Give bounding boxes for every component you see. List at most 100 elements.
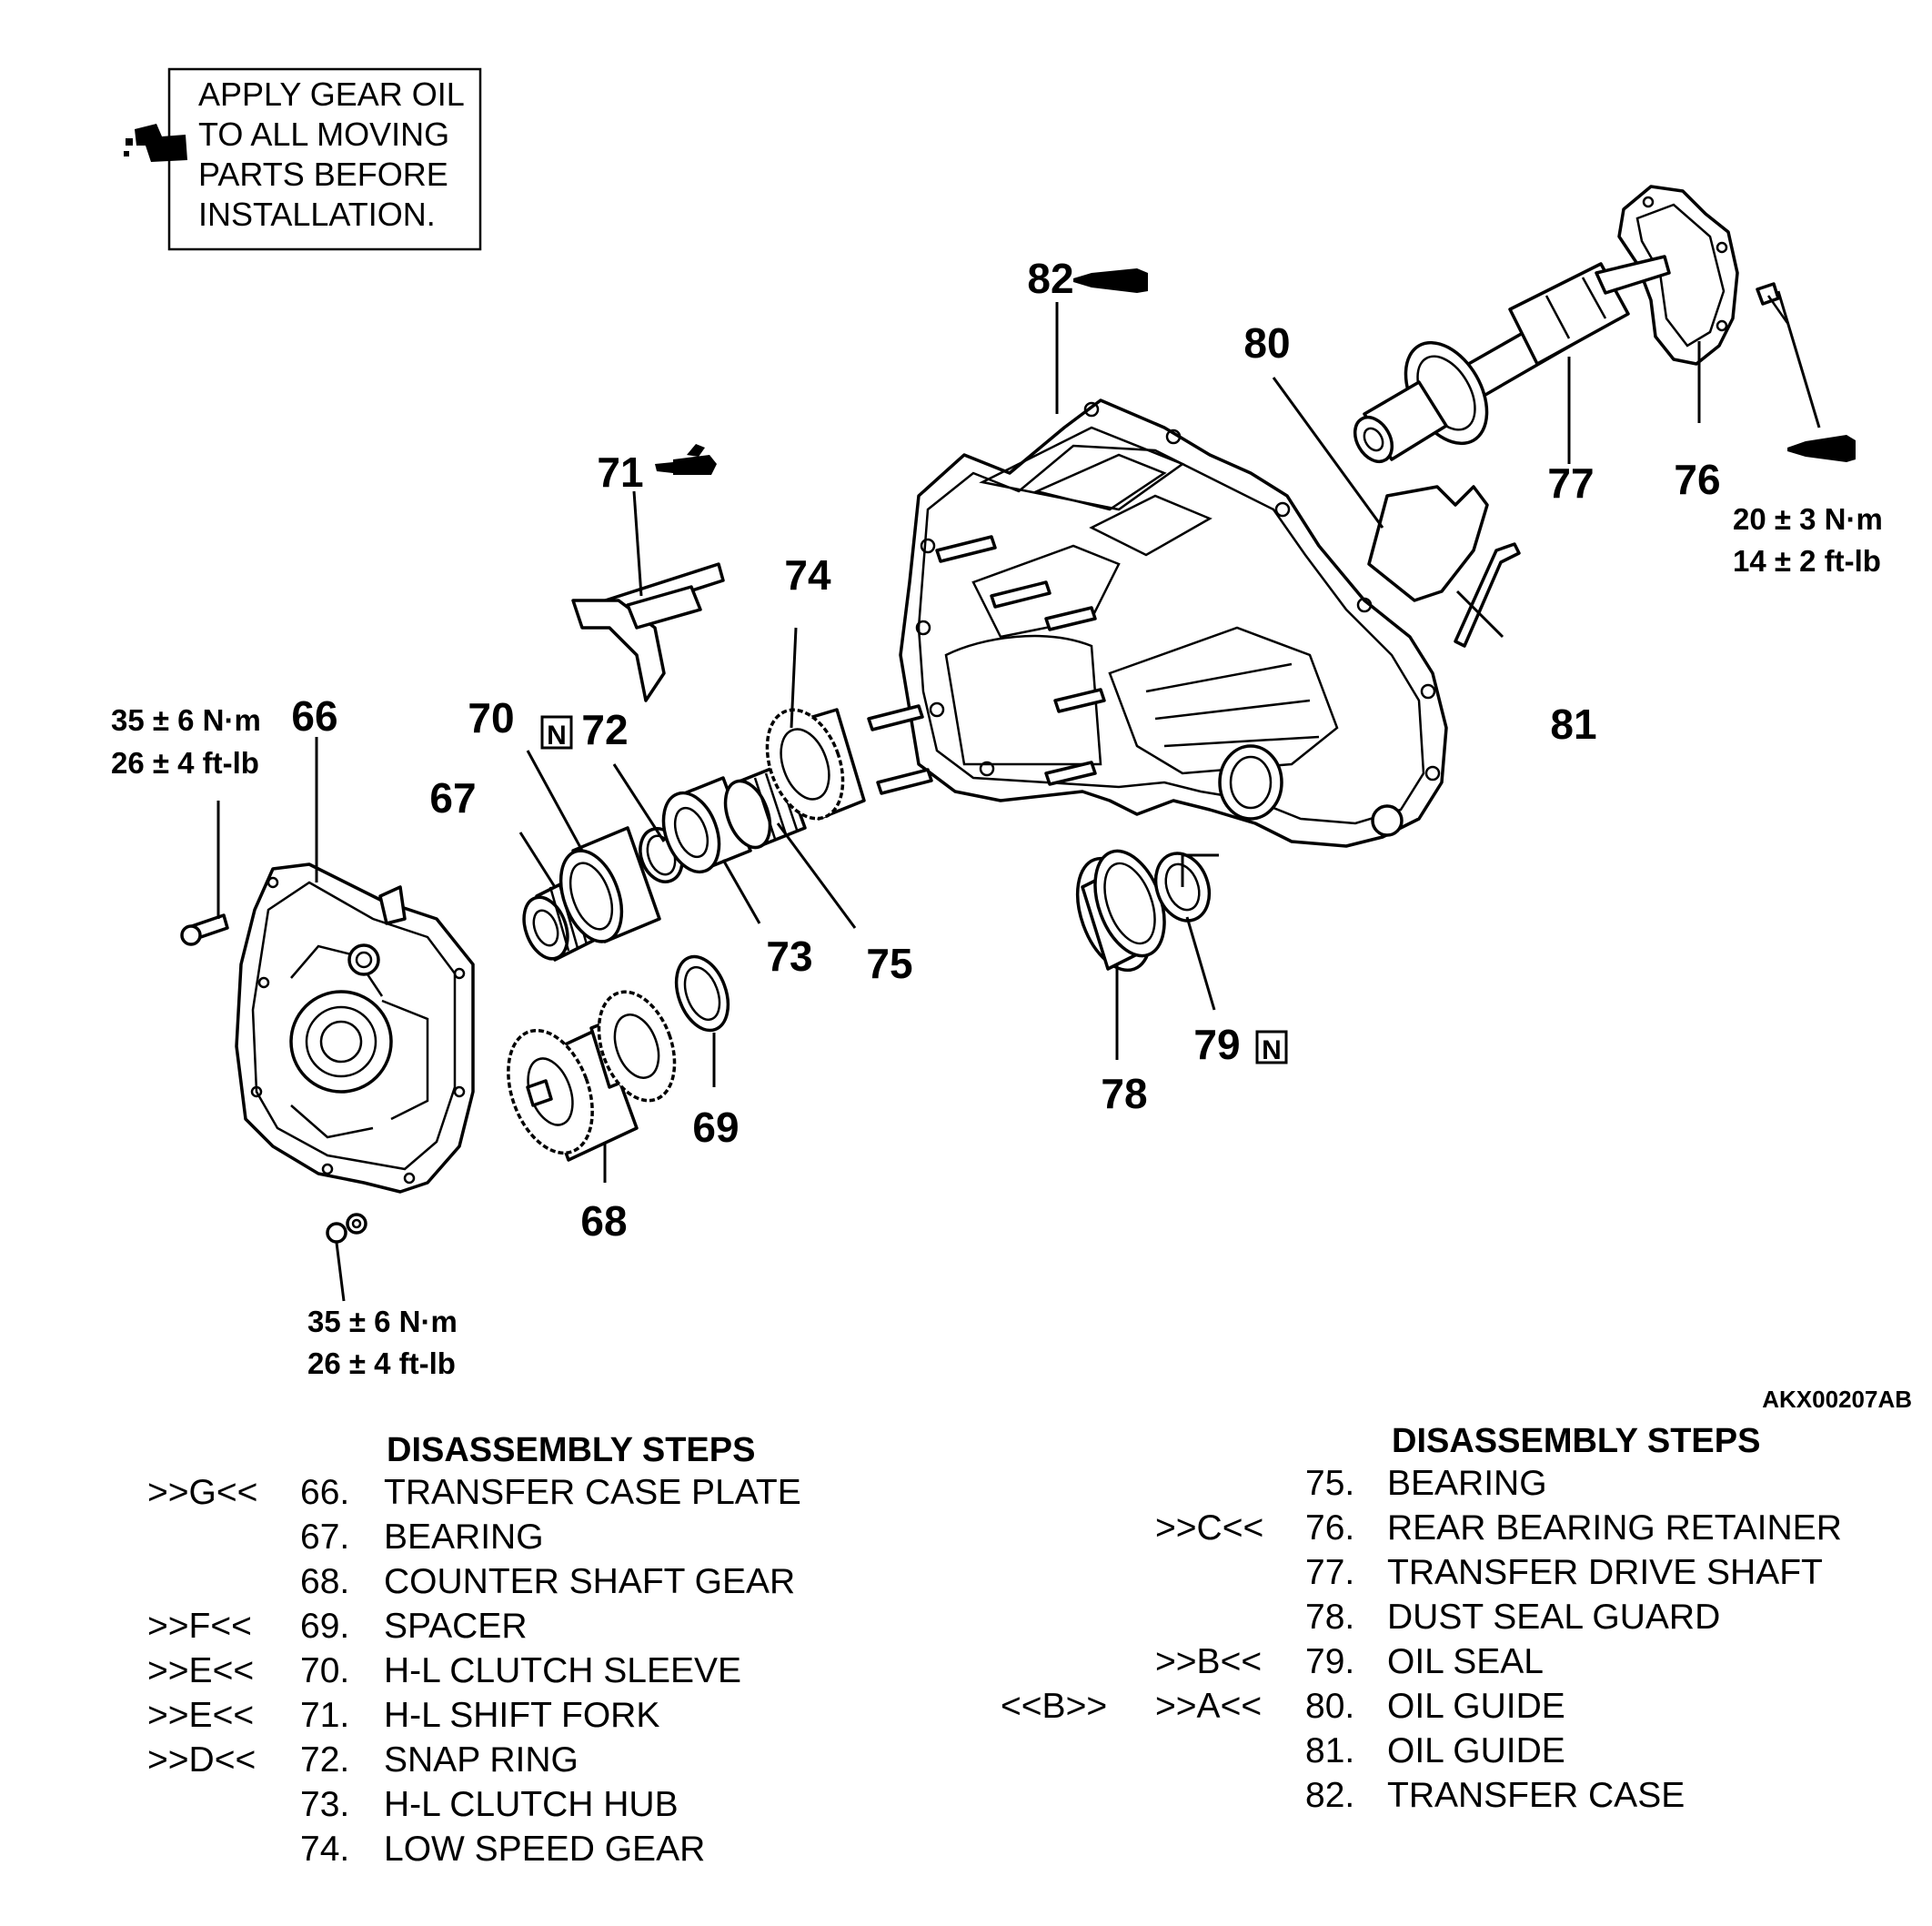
- callout-76: 76: [1674, 456, 1720, 503]
- callout-67: 67: [429, 774, 476, 822]
- note-line-2: TO ALL MOVING: [198, 116, 449, 153]
- new-part-symbol-79: N: [1262, 1035, 1282, 1065]
- dust-seal-guard: [1075, 849, 1166, 973]
- callout-77: 77: [1547, 459, 1594, 507]
- callout-73: 73: [766, 933, 812, 980]
- callout-68: 68: [580, 1197, 627, 1245]
- step-marker: >>G<<: [147, 1473, 258, 1512]
- step-marker: >>C<<: [1155, 1508, 1264, 1548]
- step-number: 78.: [1305, 1598, 1355, 1637]
- step-number: 81.: [1305, 1731, 1355, 1770]
- torque-retainer-bolt-ftlb: 14 ± 2 ft-lb: [1733, 544, 1881, 578]
- spacer: [674, 954, 730, 1033]
- step-marker: >>F<<: [147, 1607, 252, 1646]
- transfer-case-plate: [235, 862, 475, 1194]
- callout-81: 81: [1550, 701, 1596, 748]
- sealant-tube-icon: [1073, 268, 1148, 293]
- oil-guide-81: [1454, 542, 1521, 648]
- step-part-name: DUST SEAL GUARD: [1387, 1598, 1721, 1637]
- step-part-name: OIL GUIDE: [1387, 1731, 1565, 1770]
- step-number: 68.: [300, 1562, 350, 1601]
- disassembly-steps-right: DISASSEMBLY STEPS 75.BEARING>>C<<76.REAR…: [955, 1419, 1932, 1838]
- step-number: 75.: [1305, 1464, 1355, 1503]
- step-part-name: SNAP RING: [384, 1740, 579, 1780]
- step-number: 73.: [300, 1785, 350, 1824]
- step-marker: >>B<<: [1155, 1642, 1263, 1681]
- step-part-name: OIL GUIDE: [1387, 1687, 1565, 1726]
- grease-gun-icon: [655, 444, 717, 475]
- step-number: 82.: [1305, 1776, 1355, 1815]
- plate-nut: [326, 1213, 367, 1244]
- step-row: 77. TRANSFER DRIVE SHAFT: [955, 1550, 1932, 1595]
- step-part-name: REAR BEARING RETAINER: [1387, 1508, 1842, 1548]
- step-row: <<B>> >>A<< 80. OIL GUIDE: [955, 1684, 1932, 1729]
- step-row: 81. OIL GUIDE: [955, 1729, 1932, 1773]
- step-number: 69.: [300, 1607, 350, 1646]
- step-part-name: H-L CLUTCH HUB: [384, 1785, 679, 1824]
- step-marker: >>E<<: [147, 1651, 255, 1690]
- oil-guide-80: [1367, 485, 1489, 602]
- step-row: >>C<< 76. REAR BEARING RETAINER: [955, 1506, 1932, 1550]
- step-part-name: H-L CLUTCH SLEEVE: [384, 1651, 741, 1690]
- step-row: 75. BEARING: [955, 1461, 1932, 1506]
- step-marker: >>D<<: [147, 1740, 257, 1780]
- step-number: 74.: [300, 1830, 350, 1869]
- note-line-4: INSTALLATION.: [198, 196, 436, 233]
- step-part-name: TRANSFER DRIVE SHAFT: [1387, 1553, 1823, 1592]
- step-row: >>G<< 66. TRANSFER CASE PLATE: [0, 1470, 910, 1515]
- step-row: >>E<<71.H-L SHIFT FORK: [0, 1693, 910, 1738]
- callout-79: 79: [1193, 1021, 1240, 1068]
- hl-clutch-hub: [661, 776, 752, 874]
- torque-plate-nut-ftlb: 26 ± 4 ft-lb: [307, 1346, 456, 1380]
- step-row: >>E<< 70. H-L CLUTCH SLEEVE: [0, 1649, 910, 1693]
- gear-oil-note: APPLY GEAR OIL TO ALL MOVING PARTS BEFOR…: [124, 67, 482, 251]
- low-speed-gear: [765, 708, 866, 821]
- step-number: 80.: [1305, 1687, 1355, 1726]
- step-secondary-marker: <<B>>: [1001, 1687, 1108, 1726]
- step-row: >>B<<79.OIL SEAL: [955, 1639, 1932, 1684]
- retainer-bolt: [1756, 282, 1789, 324]
- callout-72: 72: [581, 706, 628, 753]
- figure-id: AKX00207AB: [1762, 1386, 1912, 1413]
- note-line-1: APPLY GEAR OIL: [198, 76, 465, 113]
- step-number: 72.: [300, 1740, 350, 1780]
- plate-bolt: [180, 913, 229, 946]
- step-part-name: H-L SHIFT FORK: [384, 1696, 660, 1735]
- step-part-name: BEARING: [1387, 1464, 1547, 1503]
- callout-74: 74: [784, 551, 831, 599]
- sealant-tube-icon: [1787, 435, 1856, 462]
- step-number: 67.: [300, 1518, 350, 1557]
- torque-specs: 35 ± 6 N·m 26 ± 4 ft-lb 35 ± 6 N·m 26 ± …: [111, 502, 1883, 1380]
- callout-71: 71: [597, 449, 643, 496]
- callout-70: 70: [468, 694, 514, 741]
- step-part-name: TRANSFER CASE: [1387, 1776, 1685, 1815]
- step-row: 73. H-L CLUTCH HUB: [0, 1782, 910, 1827]
- step-marker: >>E<<: [147, 1696, 255, 1735]
- step-number: 79.: [1305, 1642, 1355, 1681]
- callout-82: 82: [1027, 255, 1073, 302]
- hl-shift-fork: [571, 562, 725, 702]
- counter-shaft-gear: [507, 990, 677, 1162]
- step-number: 70.: [300, 1651, 350, 1690]
- step-number: 77.: [1305, 1553, 1355, 1592]
- step-marker: >>A<<: [1155, 1687, 1263, 1726]
- torque-plate-nut-nm: 35 ± 6 N·m: [307, 1305, 458, 1338]
- transfer-drive-shaft: [1353, 255, 1671, 463]
- new-part-icon: N: [1255, 1030, 1288, 1065]
- torque-retainer-bolt-nm: 20 ± 3 N·m: [1733, 502, 1883, 536]
- step-row: 82. TRANSFER CASE: [955, 1773, 1932, 1818]
- step-part-name: SPACER: [384, 1607, 528, 1646]
- torque-plate-bolt-ftlb: 26 ± 4 ft-lb: [111, 746, 259, 780]
- transfer-case: [867, 398, 1448, 848]
- note-line-3: PARTS BEFORE: [198, 156, 448, 193]
- callout-80: 80: [1243, 319, 1290, 367]
- steps-heading-left: DISASSEMBLY STEPS: [387, 1431, 756, 1469]
- step-row: 74.LOW SPEED GEAR: [0, 1827, 910, 1871]
- step-row: 67.BEARING: [0, 1515, 910, 1559]
- new-part-symbol-72: N: [547, 721, 567, 751]
- step-row: 68.COUNTER SHAFT GEAR: [0, 1559, 910, 1604]
- step-part-name: TRANSFER CASE PLATE: [384, 1473, 801, 1512]
- step-number: 66.: [300, 1473, 350, 1512]
- step-number: 76.: [1305, 1508, 1355, 1548]
